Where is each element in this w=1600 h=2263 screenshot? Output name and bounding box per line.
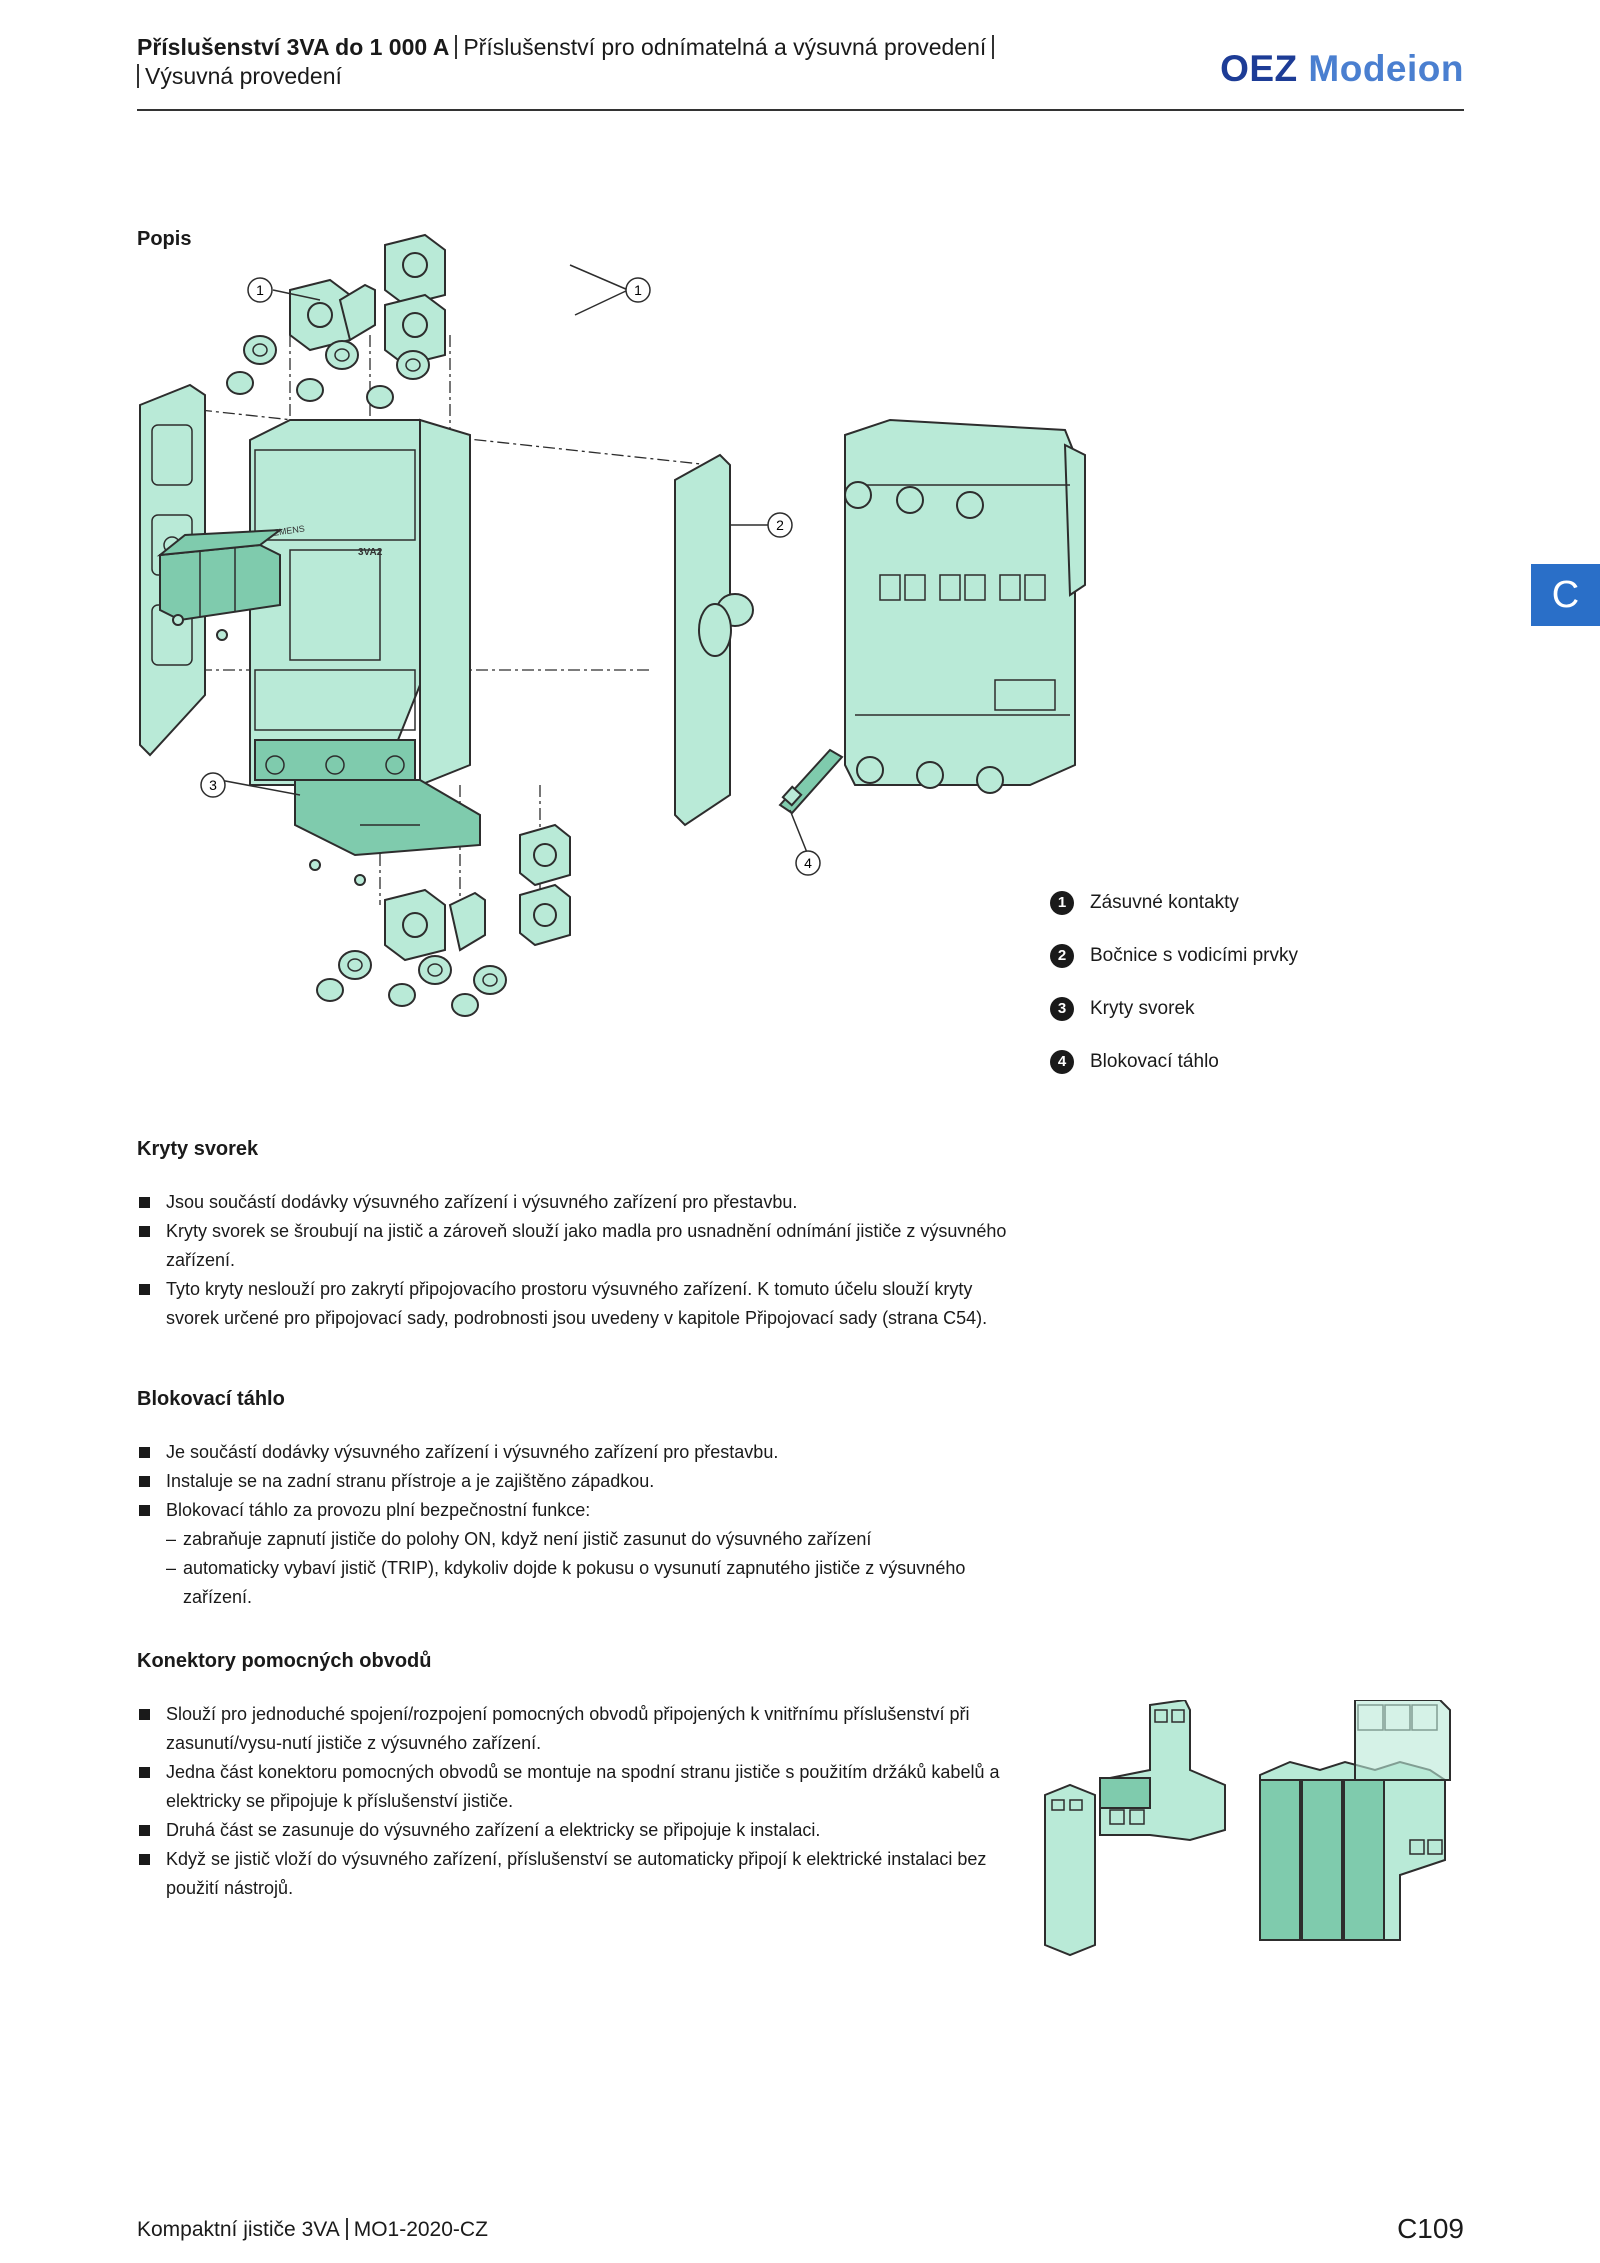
- bottom-plug-in-contacts: [384, 823, 571, 962]
- svg-text:1: 1: [256, 282, 264, 298]
- svg-text:4: 4: [804, 855, 812, 871]
- legend-item: 4 Blokovací táhlo: [1050, 1035, 1298, 1088]
- header-rule: [137, 109, 1464, 111]
- legend-text: Bočnice s vodicími prvky: [1090, 944, 1299, 966]
- header-subtitle-text: Výsuvná provedení: [145, 63, 342, 89]
- header-subtitle: Výsuvná provedení: [137, 63, 342, 90]
- list-item: Když se jistič vloží do výsuvného zaříze…: [137, 1845, 1017, 1903]
- legend-number: 3: [1050, 996, 1074, 1021]
- list-subitem: automaticky vybaví jistič (TRIP), kdykol…: [137, 1554, 1017, 1612]
- legend-item: 2 Bočnice s vodicími prvky: [1050, 929, 1298, 982]
- callout-2: 2: [767, 512, 793, 538]
- list-item: Tyto kryty neslouží pro zakrytí připojov…: [137, 1275, 1017, 1333]
- header-separator: [137, 64, 139, 88]
- header-title: Příslušenství 3VA do 1 000 A Příslušenstv…: [137, 34, 1000, 61]
- footer-code: MO1-2020-CZ: [353, 2218, 488, 2241]
- interlock-rod: [778, 748, 844, 815]
- logo-modeion: Modeion: [1308, 48, 1464, 89]
- connector-part-a: [1044, 1783, 1096, 1957]
- breaker-model-label: 3VA2: [358, 547, 383, 558]
- legend-item: 3 Kryty svorek: [1050, 982, 1298, 1035]
- connector-part-c: [1259, 1700, 1451, 1941]
- kryty-svorek-list: Jsou součástí dodávky výsuvného zařízení…: [137, 1188, 1017, 1333]
- list-item: Jsou součástí dodávky výsuvného zařízení…: [137, 1188, 1017, 1217]
- chapter-tab: C: [1531, 564, 1600, 626]
- top-plug-in-contacts: [289, 233, 446, 367]
- blokovaci-tahlo-list: Je součástí dodávky výsuvného zařízení i…: [137, 1438, 1017, 1612]
- section-title-blokovaci-tahlo: Blokovací táhlo: [137, 1388, 285, 1410]
- legend-text: Zásuvné kontakty: [1090, 891, 1239, 913]
- svg-text:2: 2: [776, 517, 784, 533]
- list-item: Blokovací táhlo za provozu plní bezpečno…: [137, 1496, 1017, 1525]
- upper-terminal-cover: [156, 528, 284, 641]
- callout-3: 3: [200, 772, 226, 798]
- konektory-list: Slouží pro jednoduché spojení/rozpojení …: [137, 1700, 1017, 1903]
- legend-item: 1 Zásuvné kontakty: [1050, 876, 1298, 929]
- list-subitem: zabraňuje zapnutí jističe do polohy ON, …: [137, 1525, 1017, 1554]
- footer-left: Kompaktní jističe 3VA MO1-2020-CZ: [137, 2218, 488, 2242]
- list-item: Je součástí dodávky výsuvného zařízení i…: [137, 1438, 1017, 1467]
- list-item: Jedna část konektoru pomocných obvodů se…: [137, 1758, 1017, 1816]
- lower-terminal-cover: [294, 779, 481, 886]
- list-item: Slouží pro jednoduché spojení/rozpojení …: [137, 1700, 1017, 1758]
- svg-text:3: 3: [209, 777, 217, 793]
- auxiliary-connector-illustration: [1044, 1700, 1451, 1957]
- legend-number: 1: [1050, 890, 1074, 915]
- section-title-popis: Popis: [137, 228, 192, 250]
- list-item: Instaluje se na zadní stranu přístroje a…: [137, 1467, 1017, 1496]
- header-title-bold: Příslušenství 3VA do 1 000 A: [137, 34, 450, 60]
- right-side-plate: [674, 453, 754, 827]
- list-item: Druhá část se zasunuje do výsuvného zaří…: [137, 1816, 1017, 1845]
- top-washers-screws: [226, 335, 430, 409]
- brand-logo: OEZ Modeion: [1220, 48, 1464, 90]
- page-number: C109: [1397, 2213, 1464, 2244]
- callout-4: 4: [795, 850, 821, 876]
- svg-text:1: 1: [634, 282, 642, 298]
- legend-text: Blokovací táhlo: [1090, 1050, 1219, 1072]
- breaker-rear-view: [844, 418, 1086, 794]
- list-item: Kryty svorek se šroubují na jistič a zár…: [137, 1217, 1017, 1275]
- header-title-rest: Příslušenství pro odnímatelná a výsuvná …: [463, 34, 987, 60]
- section-title-konektory: Konektory pomocných obvodů: [137, 1650, 432, 1672]
- exploded-view-illustration: SIEMENS 3VA2: [139, 233, 1086, 1017]
- callout-1b: 1: [625, 277, 651, 303]
- footer-separator: [345, 2218, 348, 2240]
- legend-text: Kryty svorek: [1090, 997, 1195, 1019]
- breaker-body: SIEMENS 3VA2: [249, 418, 471, 787]
- bottom-washers-screws: [316, 950, 507, 1017]
- connector-part-b: [1099, 1700, 1226, 1842]
- header-separator: [455, 35, 458, 59]
- logo-oez: OEZ: [1220, 48, 1298, 89]
- legend-number: 2: [1050, 943, 1074, 968]
- callout-1a: 1: [247, 277, 273, 303]
- section-title-kryty-svorek: Kryty svorek: [137, 1138, 259, 1160]
- footer-catalog: Kompaktní jističe 3VA: [137, 2218, 340, 2241]
- legend-number: 4: [1050, 1049, 1074, 1074]
- legend: 1 Zásuvné kontakty 2 Bočnice s vodicími …: [1050, 876, 1298, 1088]
- header-separator: [992, 35, 995, 59]
